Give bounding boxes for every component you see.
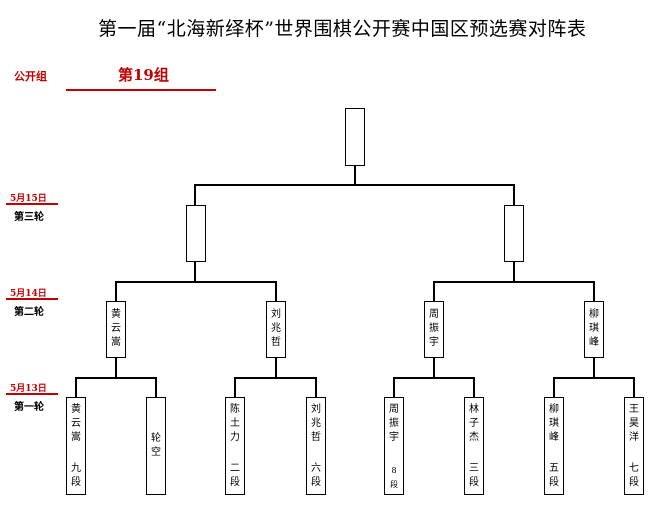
round1-divider [6,393,58,395]
player-name: 周振宇 [389,404,399,443]
round1-player-box: 刘兆哲 六段 [306,397,326,495]
player-rank: 三段 [469,463,479,488]
round1-player-box: 林子杰 三段 [464,397,484,495]
round1-name: 第一轮 [14,402,44,413]
round1-player-box: 周振宇 8段 [384,397,404,495]
player-rank: 七段 [629,463,639,488]
round1-player-box: 柳琪峰 五段 [544,397,564,495]
round2-player-name: 周振宇 [429,309,439,348]
final-winner-box [345,108,365,166]
round3-date: 5月15日 [10,194,47,204]
bracket-line [194,184,196,205]
player-rank: 二段 [230,463,240,488]
bracket-line [553,377,635,379]
bracket-line [115,358,117,378]
player-name: 轮空 [151,433,161,458]
bracket-line [315,377,317,397]
bracket-line [513,262,515,282]
round2-name: 第二轮 [14,307,44,318]
bracket-line [234,377,236,397]
player-rank: 六段 [311,463,321,488]
bracket-line [513,184,515,205]
round2-divider [6,298,58,300]
bracket-line [433,281,435,301]
player-rank: 五段 [549,463,559,488]
bracket-line [473,377,475,397]
round2-player-name: 刘兆哲 [271,309,281,348]
bracket-line [115,281,277,283]
group-underline [66,89,216,91]
round3-name: 第三轮 [14,212,44,223]
round2-player-name: 柳琪峰 [589,309,599,348]
round1-player-box: 黄云嵩 九段 [66,397,86,495]
bracket-line [275,281,277,301]
bracket-line [75,377,157,379]
bracket-line [234,377,317,379]
bracket-line [115,281,117,301]
bracket-line [194,262,196,282]
player-name: 林子杰 [469,404,479,443]
bracket-line [593,358,595,378]
bracket-line [155,377,157,397]
page-title: 第一届“北海新绎杯”世界围棋公开赛中国区预选赛对阵表 [98,18,587,40]
round1-player-box: 王昊洋 七段 [624,397,644,495]
bracket-line [633,377,635,397]
player-name: 黄云嵩 [71,404,81,443]
player-rank: 九段 [71,463,81,488]
bracket-line [433,358,435,378]
semifinal-winner-box-left [186,205,206,262]
round2-player-box: 柳琪峰 [584,301,604,358]
player-name: 陈土力 [230,404,240,443]
player-name: 刘兆哲 [311,404,321,443]
round1-date: 5月13日 [10,384,47,394]
bracket-line [75,377,77,397]
group-name: 第19组 [118,66,169,84]
bracket-line [393,377,475,379]
bracket-line [194,184,515,186]
round1-player-box: 陈土力 二段 [225,397,245,495]
player-name: 柳琪峰 [549,404,559,443]
bracket-line [593,281,595,301]
round2-player-name: 黄云嵩 [111,309,121,348]
semifinal-winner-box-right [504,205,524,262]
group-label: 公开组 [14,70,47,83]
bracket-line [354,166,356,185]
bracket-line [393,377,395,397]
player-rank: 8段 [390,466,398,489]
round2-date: 5月14日 [10,289,47,299]
bracket-line [433,281,595,283]
player-name: 王昊洋 [629,404,639,443]
bracket-line [553,377,555,397]
round2-player-box: 周振宇 [424,301,444,358]
bracket-line [275,358,277,378]
round2-player-box: 黄云嵩 [106,301,126,358]
round2-player-box: 刘兆哲 [266,301,286,358]
round3-divider [6,203,58,205]
round1-player-box: 轮空 [146,397,166,495]
